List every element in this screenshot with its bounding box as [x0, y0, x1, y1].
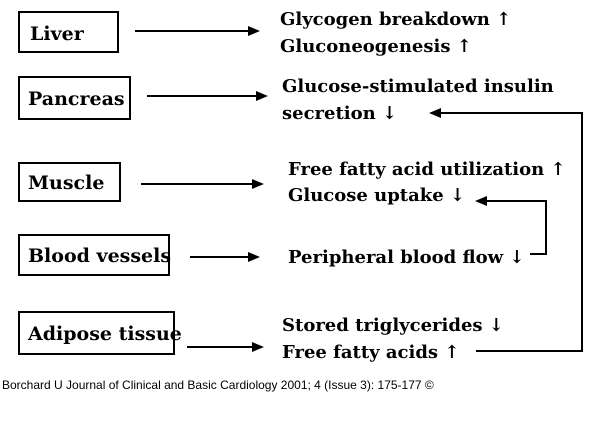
effect-liver-2: Gluconeogenesis ↑ [280, 36, 472, 57]
organ-label-pancreas: Pancreas [28, 88, 125, 110]
effect-liver-1: Glycogen breakdown ↑ [280, 9, 511, 30]
organ-label-muscle: Muscle [28, 172, 104, 194]
effect-adipose-2: Free fatty acids ↑ [282, 342, 459, 363]
effect-pancreas-1: Glucose-stimulated insulin [282, 76, 554, 97]
organ-box-adipose-tissue: Adipose tissue [18, 311, 182, 355]
organ-box-blood-vessels: Blood vessels [18, 234, 171, 276]
organ-label-liver: Liver [30, 23, 85, 45]
effect-adipose-1: Stored triglycerides ↓ [282, 315, 504, 336]
feedback-arrow-fatty-acids-to-insulin-secretion [429, 108, 583, 352]
arrow-blood-vessels [190, 252, 260, 262]
effect-pancreas-2: secretion ↓ [282, 103, 397, 124]
organ-label-blood-vessels: Blood vessels [28, 245, 171, 267]
metabolic-effects-diagram: Liver Pancreas Muscle Blood vessels Adip… [18, 9, 583, 363]
effect-muscle-2: Glucose uptake ↓ [288, 185, 465, 206]
effect-muscle-1: Free fatty acid utilization ↑ [288, 159, 566, 180]
organ-box-muscle: Muscle [18, 162, 121, 202]
arrow-pancreas [147, 91, 268, 101]
citation: Borchard U Journal of Clinical and Basic… [2, 378, 434, 392]
organ-label-adipose-tissue: Adipose tissue [27, 323, 182, 345]
feedback-arrow-blood-flow-to-glucose-uptake [475, 196, 547, 255]
arrow-muscle [141, 179, 264, 189]
organ-box-liver: Liver [18, 11, 119, 53]
arrow-liver [135, 26, 260, 36]
effect-blood-vessels-1: Peripheral blood flow ↓ [288, 247, 524, 268]
arrow-adipose-tissue [187, 342, 264, 352]
organ-box-pancreas: Pancreas [18, 76, 131, 120]
